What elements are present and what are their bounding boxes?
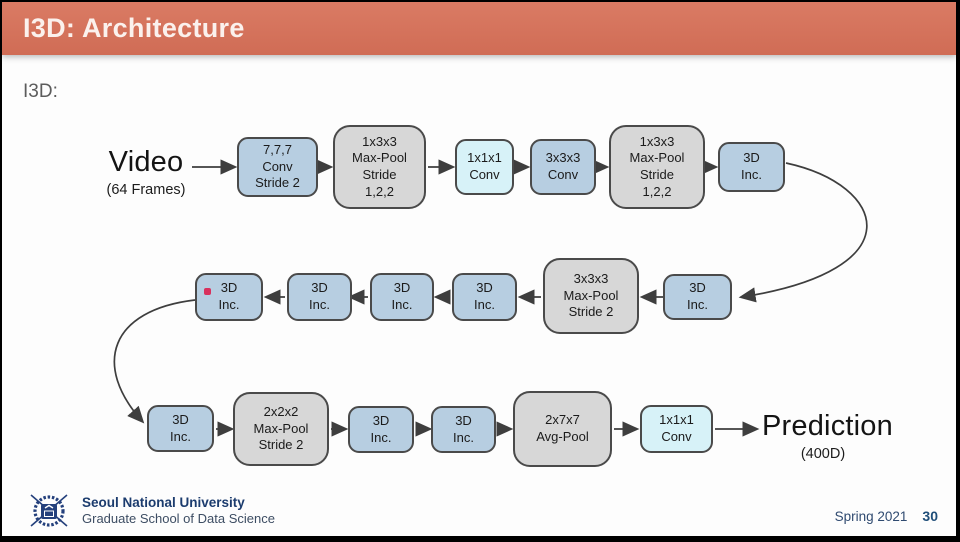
node-conv-1x1x1-b: 1x1x1 Conv bbox=[640, 405, 713, 453]
flow-arrows bbox=[113, 159, 868, 437]
node-conv-1x1x1-a: 1x1x1 Conv bbox=[455, 139, 514, 195]
node-maxpool-1x3x3-a: 1x3x3 Max-Pool Stride 1,2,2 bbox=[333, 125, 426, 209]
video-subtitle: (64 Frames) bbox=[106, 182, 186, 198]
arrow-curve-left bbox=[113, 299, 196, 424]
node-3d-inc-6: 3D Inc. bbox=[287, 273, 352, 321]
node-3d-inc-9: 3D Inc. bbox=[348, 406, 414, 453]
red-pointer-dot bbox=[204, 288, 211, 295]
input-label: Video (64 Frames) bbox=[98, 146, 194, 198]
slide: I3D: Architecture I3D: bbox=[2, 2, 956, 536]
footer-page-number: 30 bbox=[922, 508, 938, 524]
node-conv-3x3x3: 3x3x3 Conv bbox=[530, 139, 596, 195]
output-label: Prediction (400D) bbox=[762, 410, 893, 462]
node-3d-inc-4: 3D Inc. bbox=[452, 273, 517, 321]
prediction-title: Prediction bbox=[762, 410, 893, 442]
section-label: I3D: bbox=[23, 81, 58, 102]
node-maxpool-1x3x3-b: 1x3x3 Max-Pool Stride 1,2,2 bbox=[609, 125, 705, 209]
node-3d-inc-1: 3D Inc. bbox=[718, 142, 785, 192]
footer-university: Seoul National University bbox=[82, 494, 245, 510]
arrow-curve-right bbox=[738, 162, 868, 303]
node-3d-inc-2: 3D Inc. bbox=[663, 274, 732, 320]
footer-term: Spring 2021 bbox=[834, 509, 908, 524]
footer-school: Graduate School of Data Science bbox=[82, 510, 275, 526]
node-avgpool-2x7x7: 2x7x7 Avg-Pool bbox=[513, 391, 612, 467]
snu-emblem-logo bbox=[30, 494, 68, 527]
node-conv-777: 7,7,7 Conv Stride 2 bbox=[237, 137, 318, 197]
footer-right: Spring 2021 30 bbox=[835, 508, 938, 524]
node-3d-inc-8: 3D Inc. bbox=[147, 405, 214, 452]
slide-header: I3D: Architecture bbox=[2, 2, 956, 55]
footer-left: Seoul National University Graduate Schoo… bbox=[25, 490, 275, 530]
node-3d-inc-10: 3D Inc. bbox=[431, 406, 496, 453]
node-3d-inc-7: 3D Inc. bbox=[195, 273, 263, 321]
prediction-subtitle: (400D) bbox=[800, 446, 846, 462]
node-maxpool-2x2x2: 2x2x2 Max-Pool Stride 2 bbox=[233, 392, 329, 466]
node-maxpool-3x3x3: 3x3x3 Max-Pool Stride 2 bbox=[543, 258, 639, 334]
video-title: Video bbox=[108, 146, 184, 178]
slide-title: I3D: Architecture bbox=[23, 13, 245, 43]
node-3d-inc-5: 3D Inc. bbox=[370, 273, 434, 321]
